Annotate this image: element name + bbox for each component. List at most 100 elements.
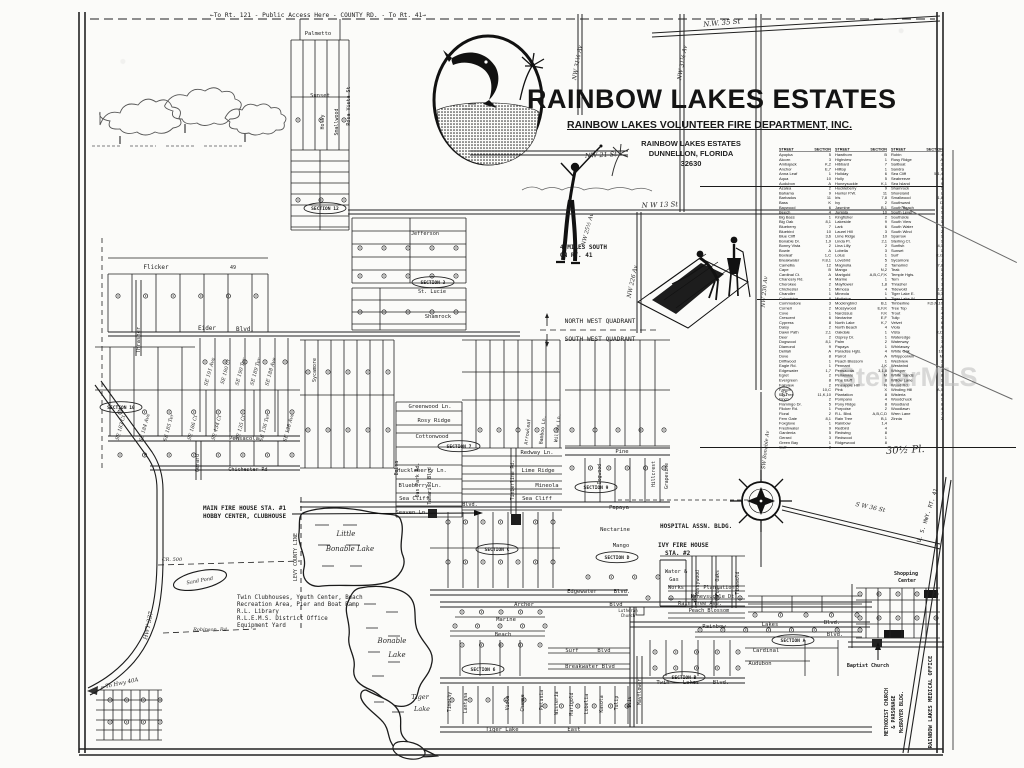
map-label: Edgewater (567, 589, 597, 595)
section-badge: SECTION 6 (471, 667, 496, 673)
map-label: Chance (520, 694, 526, 711)
market-building (924, 590, 938, 598)
map-label: NORTH WEST QUADRANT (565, 318, 636, 325)
sand-pond (172, 569, 228, 591)
index-row: R.L. Blvd.A,B,C,D (835, 411, 887, 417)
index-rule (757, 299, 943, 300)
section-badge: SECTION D (605, 555, 630, 561)
map-label: Flicker (143, 264, 169, 271)
map-label: Greenwood Ln. (408, 404, 451, 410)
map-label: S W 36 St (855, 501, 887, 514)
map-label: R.L.E.M.S. District Office (237, 616, 328, 622)
index-row: Temple Hgts.2 (891, 272, 943, 277)
map-label: Blvd. (462, 502, 478, 508)
map-label: Jefferson (411, 231, 439, 237)
fish-icon (451, 52, 499, 100)
map-label: Marine (496, 617, 516, 623)
map-label: Audubon (748, 661, 771, 667)
map-label: Holly (320, 114, 326, 129)
map-label: Tiger (411, 693, 429, 701)
map-label: NW 230 Av (761, 275, 770, 309)
page-title: RAINBOW LAKES ESTATES (527, 84, 897, 114)
map-label: Sand Pond (186, 576, 214, 587)
map-label: Redway Ln. (520, 450, 553, 456)
map-label: R.L. Library (237, 609, 279, 615)
map-label: Gas (669, 577, 679, 583)
map-label: Shopping (894, 571, 918, 577)
map-label: SOUTH WEST QUADRANT (565, 336, 636, 343)
map-label: Blvd. (824, 620, 841, 626)
map-label: SE 136 Ter (259, 413, 272, 442)
map-label: Tulip (614, 696, 620, 711)
map-label: Sycamore (312, 358, 318, 382)
index-row: Linda Pl.2,1 (835, 238, 887, 244)
map-label: SE 190 Ct (220, 358, 233, 385)
map-label: SE 190 Ter (235, 357, 248, 386)
baptist-church-building (872, 639, 882, 647)
map-label: 4 MILES SOUTH (560, 244, 607, 251)
index-row: Flicker Rd.1 (779, 406, 831, 412)
map-label: Pine (615, 449, 628, 455)
index-row: Tiger Lake E.5,3 (891, 291, 943, 297)
map-label: Lake (413, 705, 430, 713)
map-label: RAINBOW LAKES MEDICAL OFFICE (928, 656, 934, 749)
street-labels: ←To Rt. 121 - Public Access Here - COUNT… (99, 12, 940, 749)
map-label: Hillcrest (651, 461, 657, 487)
org-line2: DUNNELLON, FLORIDA (648, 149, 734, 158)
section-badge: SECTION 3 (421, 280, 446, 286)
map-label: Twin Clubhouses, Youth Center, Beach (237, 595, 363, 601)
map-label: U. S. HWY. RT. 41 (916, 488, 939, 543)
index-row: Chancery Rd.4 (779, 277, 831, 282)
map-label: Blvd. (827, 632, 844, 638)
map-label: IVY FIRE HOUSE (658, 542, 709, 549)
map-label: SE 186 Ct (187, 414, 200, 441)
map-label: Blvd. (614, 589, 631, 595)
watermark: StellarMLS (838, 362, 978, 392)
map-label: Equipment Yard (237, 623, 286, 629)
map-label: Plantation (703, 585, 734, 591)
map-label: 49 (230, 265, 236, 271)
map-label: Mossywood (695, 570, 701, 596)
